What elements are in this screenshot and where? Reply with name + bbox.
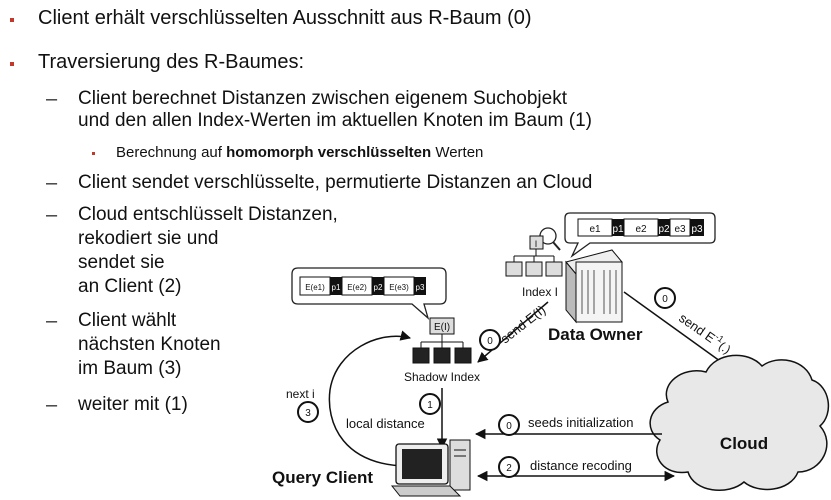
owner-bubble-cells [577, 218, 704, 237]
dash-marker: – [46, 204, 58, 226]
subsub-item: Berechnung auf homomorph verschlüsselten… [116, 144, 483, 162]
step-2: 2 [506, 463, 512, 474]
step-circles [297, 287, 676, 478]
computer-icon [390, 439, 471, 497]
shadow-index-tree-icon [412, 317, 472, 364]
local-distance-label: local distance [346, 416, 425, 431]
owner-speech-bubble: e1 p1 e2 p2 e3 p3 [564, 212, 716, 258]
send-einv-tail: (.) [716, 339, 733, 357]
sub-item-4-line1: Client wählt [78, 310, 177, 331]
bullet-marker [10, 62, 14, 66]
subsub-bold: homomorph verschlüsselten [226, 144, 432, 161]
sub-item-3-line4: an Client (2) [78, 276, 182, 297]
client-speech-bubble [291, 267, 447, 320]
owner-bubble-p2: p2 [658, 224, 670, 235]
index-tree-icon [505, 227, 563, 277]
index-node-label: I [535, 239, 538, 249]
owner-bubble-e2: e2 [635, 224, 647, 235]
send-einv-arrow [623, 291, 739, 375]
client-bubble-ee2: E(e2) [347, 283, 367, 292]
client-bubble-ee1: E(e1) [305, 283, 325, 292]
index-label: Index I [522, 285, 558, 299]
bullet-1: Client erhält verschlüsselten Ausschnitt… [38, 7, 532, 29]
next-i-arrow [328, 330, 421, 467]
cloud-label: Cloud [720, 434, 768, 453]
dash-marker: – [46, 394, 58, 416]
step-0-send-einv: 0 [662, 294, 668, 305]
step-1: 1 [427, 400, 433, 411]
send-einv-text: send E [676, 310, 718, 346]
step-3: 3 [305, 408, 311, 419]
bullet-2: Traversierung des R-Baumes: [38, 51, 305, 73]
send-einv-label: send E-1(.) [676, 309, 735, 357]
send-ei-label: send E(I) [498, 302, 549, 346]
recoding-label: distance recoding [530, 458, 632, 473]
dash-marker: – [46, 88, 58, 110]
shadow-index-label: Shadow Index [404, 370, 480, 384]
subsub-suffix: Werten [431, 144, 484, 161]
owner-bubble-p1: p1 [612, 224, 624, 235]
sub-item-2: Client sendet verschlüsselte, permutiert… [78, 172, 593, 193]
sub-item-3-line1: Cloud entschlüsselt Distanzen, [78, 204, 338, 225]
subsub-marker [92, 152, 95, 155]
send-ei-arrow [477, 301, 549, 363]
owner-bubble-e3: e3 [674, 224, 686, 235]
server-icon [565, 249, 623, 324]
query-client-label: Query Client [272, 468, 373, 487]
owner-bubble-e1: e1 [589, 224, 601, 235]
step-0-seeds: 0 [506, 421, 512, 432]
dash-marker: – [46, 172, 58, 194]
client-bubble-p1: p1 [332, 283, 341, 292]
client-bubble-p2: p2 [374, 283, 383, 292]
sub-item-3-line2: rekodiert sie und [78, 228, 219, 249]
cloud-shape [649, 354, 830, 491]
seeds-label: seeds initialization [528, 415, 634, 430]
sub-item-4-line2: nächsten Knoten [78, 334, 221, 355]
shadow-node-label: E(I) [434, 322, 450, 333]
send-einv-sup: -1 [713, 332, 725, 345]
sub-item-4-line3: im Baum (3) [78, 358, 182, 379]
bullet-marker [10, 18, 14, 22]
sub-item-3-line3: sendet sie [78, 252, 165, 273]
next-i-label: next i [286, 387, 315, 401]
data-owner-label: Data Owner [548, 325, 643, 344]
step-0-send-ei: 0 [487, 336, 493, 347]
subsub-prefix: Berechnung auf [116, 144, 227, 161]
sub-item-5: weiter mit (1) [78, 394, 188, 415]
client-bubble-p3: p3 [416, 283, 425, 292]
owner-bubble-p3: p3 [691, 224, 703, 235]
sub-item-1-line2: und den allen Index-Werten im aktuellen … [78, 110, 592, 131]
client-bubble-ee3: E(e3) [389, 283, 409, 292]
dash-marker: – [46, 310, 58, 332]
sub-item-1-line1: Client berechnet Distanzen zwischen eige… [78, 88, 567, 109]
